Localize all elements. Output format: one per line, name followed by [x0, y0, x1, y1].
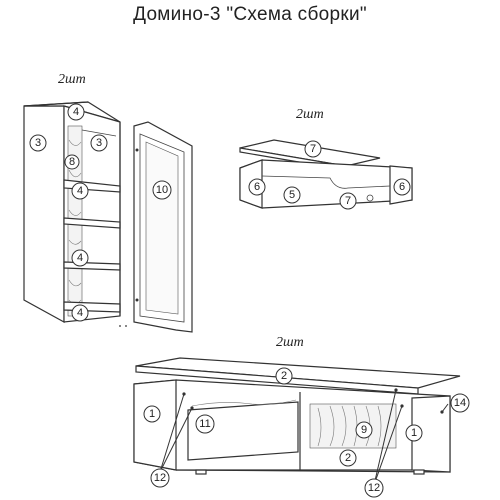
callout-marker: 12 [364, 478, 384, 498]
stand-callouts: 2 1 11 9 1 2 14 12 12 [143, 367, 470, 498]
callout-marker: 7 [304, 140, 322, 158]
svg-text:10: 10 [156, 184, 168, 196]
svg-text:11: 11 [199, 418, 210, 430]
callout-marker: 4 [71, 249, 89, 267]
svg-text:1: 1 [149, 408, 155, 420]
svg-text:5: 5 [289, 189, 295, 201]
stand-side-left [133, 379, 177, 471]
svg-text:8: 8 [69, 156, 75, 168]
callout-marker: 9 [355, 421, 373, 439]
cabinet-quantity-label: 2шт [58, 72, 86, 87]
callout-marker: 3 [90, 134, 108, 152]
callout-marker: 7 [339, 192, 357, 210]
svg-text:3: 3 [96, 137, 102, 149]
svg-text:6: 6 [399, 181, 405, 193]
callout-marker: 6 [393, 178, 411, 196]
callout-marker: 4 [71, 182, 89, 200]
svg-text:12: 12 [368, 482, 380, 494]
svg-text:4: 4 [77, 252, 83, 264]
stand-side-right [411, 395, 451, 473]
callout-marker: 12 [150, 468, 170, 488]
svg-text:14: 14 [454, 397, 466, 409]
callout-marker: 5 [283, 186, 301, 204]
svg-text:9: 9 [361, 424, 367, 436]
callout-marker: 14 [450, 393, 470, 413]
svg-text:2: 2 [345, 452, 351, 464]
svg-text:7: 7 [345, 195, 351, 207]
cabinet-callouts: 4 3 3 8 4 4 4 10 [29, 103, 172, 322]
callout-marker: 2 [339, 449, 357, 467]
svg-text:4: 4 [77, 307, 83, 319]
svg-text:4: 4 [73, 106, 79, 118]
svg-text:4: 4 [77, 185, 83, 197]
shelf-callouts: 7 6 5 7 6 [248, 140, 411, 210]
svg-text:2: 2 [281, 370, 287, 382]
shelf-quantity-label: 2шт [296, 107, 324, 122]
diagram-title: Домино-3 "Схема сборки" [133, 4, 367, 25]
wall-shelf [239, 139, 413, 209]
callout-marker: 8 [64, 154, 80, 170]
door-glass [145, 141, 179, 315]
callout-marker: 2 [275, 367, 293, 385]
svg-text:7: 7 [310, 143, 316, 155]
glass-door [119, 121, 193, 333]
callout-marker: 10 [152, 180, 172, 200]
callout-marker: 11 [195, 414, 215, 434]
callout-marker: 4 [71, 304, 89, 322]
callout-marker: 1 [143, 405, 161, 423]
stand-quantity-label: 2шт [276, 335, 304, 350]
shelf-box [239, 159, 413, 209]
callout-marker: 4 [67, 103, 85, 121]
svg-text:1: 1 [411, 427, 417, 439]
cabinet-shelf [63, 261, 121, 271]
svg-text:3: 3 [35, 137, 41, 149]
tv-stand [133, 357, 461, 475]
callout-marker: 3 [29, 134, 47, 152]
svg-text:12: 12 [154, 472, 166, 484]
callout-marker: 1 [405, 424, 423, 442]
callout-marker: 6 [248, 178, 266, 196]
stand-back-panel [309, 403, 397, 449]
svg-text:6: 6 [254, 181, 260, 193]
